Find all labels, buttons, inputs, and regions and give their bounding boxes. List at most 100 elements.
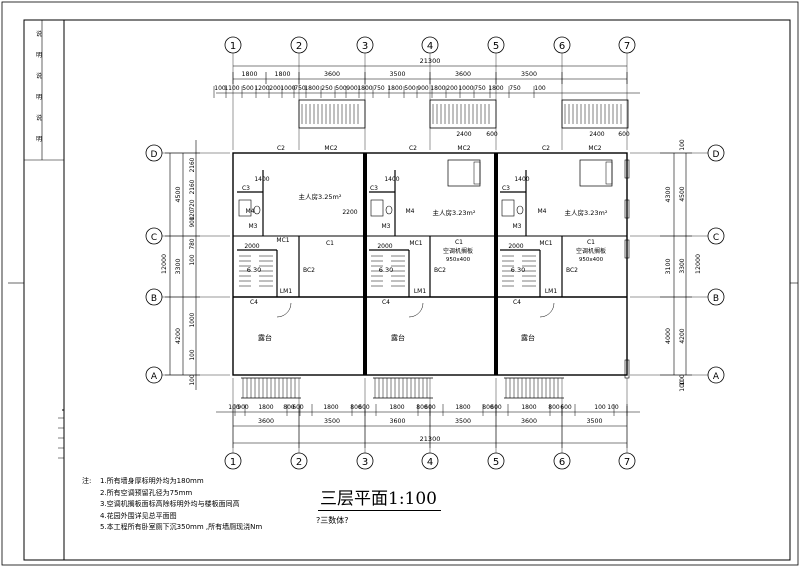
side-label-column: 说 明 说 明 说 明 [33, 24, 45, 150]
dim-text-vertical: 100 [190, 374, 196, 385]
dim-text-vertical: 12000 [161, 254, 168, 274]
room-label-terrace: 露台 [258, 333, 272, 342]
tag-dim-2000: 2000 [244, 243, 259, 250]
note-item: 1.所有墙身厚标明外均为180mm [100, 477, 204, 485]
tag-m3: M3 [513, 223, 522, 230]
bathtub [238, 199, 252, 217]
room-label-terrace: 露台 [391, 333, 405, 342]
tag-c2: C2 [542, 145, 550, 152]
window [624, 359, 630, 379]
bathtub [370, 199, 384, 217]
dim-text-vertical: 2160 [190, 179, 196, 194]
window [624, 239, 630, 259]
dim-text: 500 [335, 85, 347, 92]
ac-shelf-label: 空调机搁板 [576, 247, 606, 255]
party-wall [494, 153, 498, 375]
fixtures [238, 99, 630, 399]
dim-text: 600 [358, 404, 370, 411]
bed-headboard [473, 161, 481, 185]
dim-text: 1800 [323, 404, 338, 411]
dim-text: 100 [228, 404, 240, 411]
dim-text: 3500 [455, 418, 471, 425]
tag-c1: C1 [455, 239, 463, 246]
party-wall [363, 153, 367, 375]
tag-m4: M4 [406, 208, 415, 215]
tag-lm1: LM1 [545, 288, 558, 295]
axis-label-3: 3 [362, 457, 368, 468]
general-notes: 注: 1.所有墙身厚标明外均为180mm 2.所有空调预留孔径为75mm 3.空… [82, 476, 262, 534]
dim-text: 3600 [324, 71, 340, 78]
axis-label-C: C [151, 233, 157, 243]
door-swing [276, 302, 292, 318]
tag-dim-600: 600 [618, 131, 630, 138]
dim-text: 750 [294, 85, 306, 92]
dim-text-vertical: 3100 [665, 258, 672, 274]
dim-text-vertical: 4200 [175, 328, 182, 344]
dim-text: 1800 [387, 85, 402, 92]
dim-text: 500 [404, 85, 416, 92]
room-label-terrace: 露台 [521, 333, 535, 342]
dim-text: 3500 [389, 71, 405, 78]
bed [447, 159, 481, 187]
toilet [253, 205, 261, 215]
tag-m4: M4 [246, 208, 255, 215]
dim-text: 750 [373, 85, 385, 92]
tag-c2: C2 [277, 145, 285, 152]
dim-text: 800 [283, 404, 295, 411]
dim-text: 100 [594, 404, 606, 411]
dim-text: 750 [474, 85, 486, 92]
dim-text: 100 [534, 85, 546, 92]
ac-size-label: 950x400 [446, 257, 471, 263]
dim-text: 750 [509, 85, 521, 92]
tag-bc2: BC2 [566, 267, 578, 274]
axis-label-D: D [713, 150, 720, 160]
tag-mc2: MC2 [588, 145, 601, 152]
tag-c4: C4 [250, 299, 258, 306]
note-item: 3.空调机搁板面标高除标明外均与楼板面同高 [100, 500, 240, 508]
dim-text: 900 [237, 404, 249, 411]
dim-text: 3500 [324, 418, 340, 425]
balcony [298, 99, 366, 129]
dim-text-vertical: 100 [679, 139, 686, 151]
bathtub [501, 199, 515, 217]
ac-size-label: 950x400 [579, 257, 604, 263]
tag-dim-2000: 2000 [377, 243, 392, 250]
dim-text: 800 [416, 404, 428, 411]
level-mark: 6.30 [379, 266, 393, 274]
axis-label-2: 2 [296, 41, 302, 52]
tag-dim-1400: 1400 [514, 176, 529, 183]
tag-mc1: MC1 [276, 237, 289, 244]
tag-c1: C1 [326, 240, 334, 247]
tag-c2: C2 [409, 145, 417, 152]
side-label: 说 [35, 73, 42, 80]
drawing-border [23, 19, 791, 561]
tag-c4: C4 [513, 299, 521, 306]
tag-mc2: MC2 [457, 145, 470, 152]
window [624, 199, 630, 219]
axis-label-5: 5 [493, 41, 499, 52]
dim-text-vertical: 4200 [679, 328, 686, 343]
bed-headboard [605, 161, 613, 185]
dim-total-top: 21300 [420, 57, 441, 65]
axis-label-B: B [713, 294, 719, 304]
axis-label-2: 2 [296, 457, 302, 468]
dim-text-vertical: 12000 [695, 254, 702, 274]
dim-text: 1800 [304, 85, 319, 92]
level-mark: 6.30 [247, 266, 261, 274]
toilet [516, 205, 524, 215]
axis-label-A: A [713, 372, 720, 382]
dim-text: 1800 [258, 404, 273, 411]
axis-label-5: 5 [493, 457, 499, 468]
note-item: 2.所有空调预留孔径为75mm [100, 488, 193, 497]
walls [232, 152, 628, 376]
dim-text: 3600 [258, 418, 274, 425]
room-label-master-bedroom: 主人房3.25m² [299, 192, 342, 201]
toilet [385, 205, 393, 215]
balcony [561, 99, 629, 129]
side-label: 明 [35, 52, 42, 59]
dim-text: 3600 [455, 71, 471, 78]
dim-text: 3600 [521, 418, 537, 425]
